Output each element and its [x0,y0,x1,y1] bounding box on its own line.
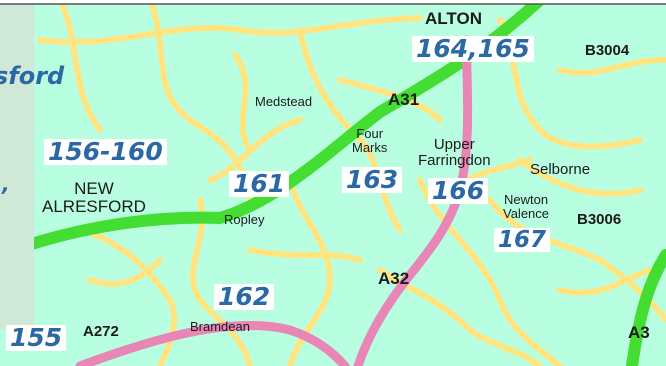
label-b3004: B3004 [585,42,630,59]
label-upper-farringdon: Upper Farringdon [418,137,491,169]
minor-road [232,52,253,153]
minor-road [87,257,163,287]
number-163: 163 [342,166,403,194]
label-four: Four [356,126,384,141]
minor-road [207,117,303,183]
a32-road [353,35,473,366]
a272-road [75,320,350,366]
number-164-165: 164,165 [412,35,534,63]
label-farringdon: Farringdon [418,151,491,169]
label-medstead: Medstead [255,94,313,109]
label-new-alresford: NEW ALRESFORD [42,180,146,216]
label-b3006: B3006 [577,211,622,228]
label-new: NEW [74,179,114,198]
a31-road [0,0,546,261]
label-upper: Upper [433,136,475,153]
minor-road [557,267,653,296]
top-border [0,0,666,4]
label-newton: Newton [503,192,549,207]
number-162: 162 [214,283,275,311]
label-newton-valence: Newton Valence [503,193,549,220]
label-ropley: Ropley [224,212,265,227]
minor-road [417,177,563,366]
label-valence: Valence [503,205,550,221]
number-156-160: 156-160 [44,138,167,166]
label-a272: A272 [83,323,119,340]
label-marks: Marks [352,139,388,155]
number-166: 166 [428,177,489,205]
label-alton: ALTON [425,9,482,28]
minor-road [37,15,423,46]
label-selborne: Selborne [530,161,591,178]
minor-road [247,247,363,263]
label-four-marks: Four Marks [352,127,387,154]
minor-road [297,27,403,233]
minor-road [557,57,666,76]
cutoff-number-label: , [2,172,10,196]
number-155: 155 [6,324,67,352]
number-161: 161 [229,170,290,198]
label-bramdean: Bramdean [190,319,250,334]
minor-road [57,0,103,133]
cutoff-place-label: sford [0,62,65,90]
minor-road [189,197,253,366]
label-alresford: ALRESFORD [42,196,146,216]
left-panel [0,0,34,330]
label-a32: A32 [378,269,410,288]
a3-road [626,249,666,366]
label-a31: A31 [388,90,420,109]
minor-road [77,227,178,366]
label-a3: A3 [628,323,650,342]
number-167: 167 [494,228,551,252]
minor-road [517,157,643,197]
